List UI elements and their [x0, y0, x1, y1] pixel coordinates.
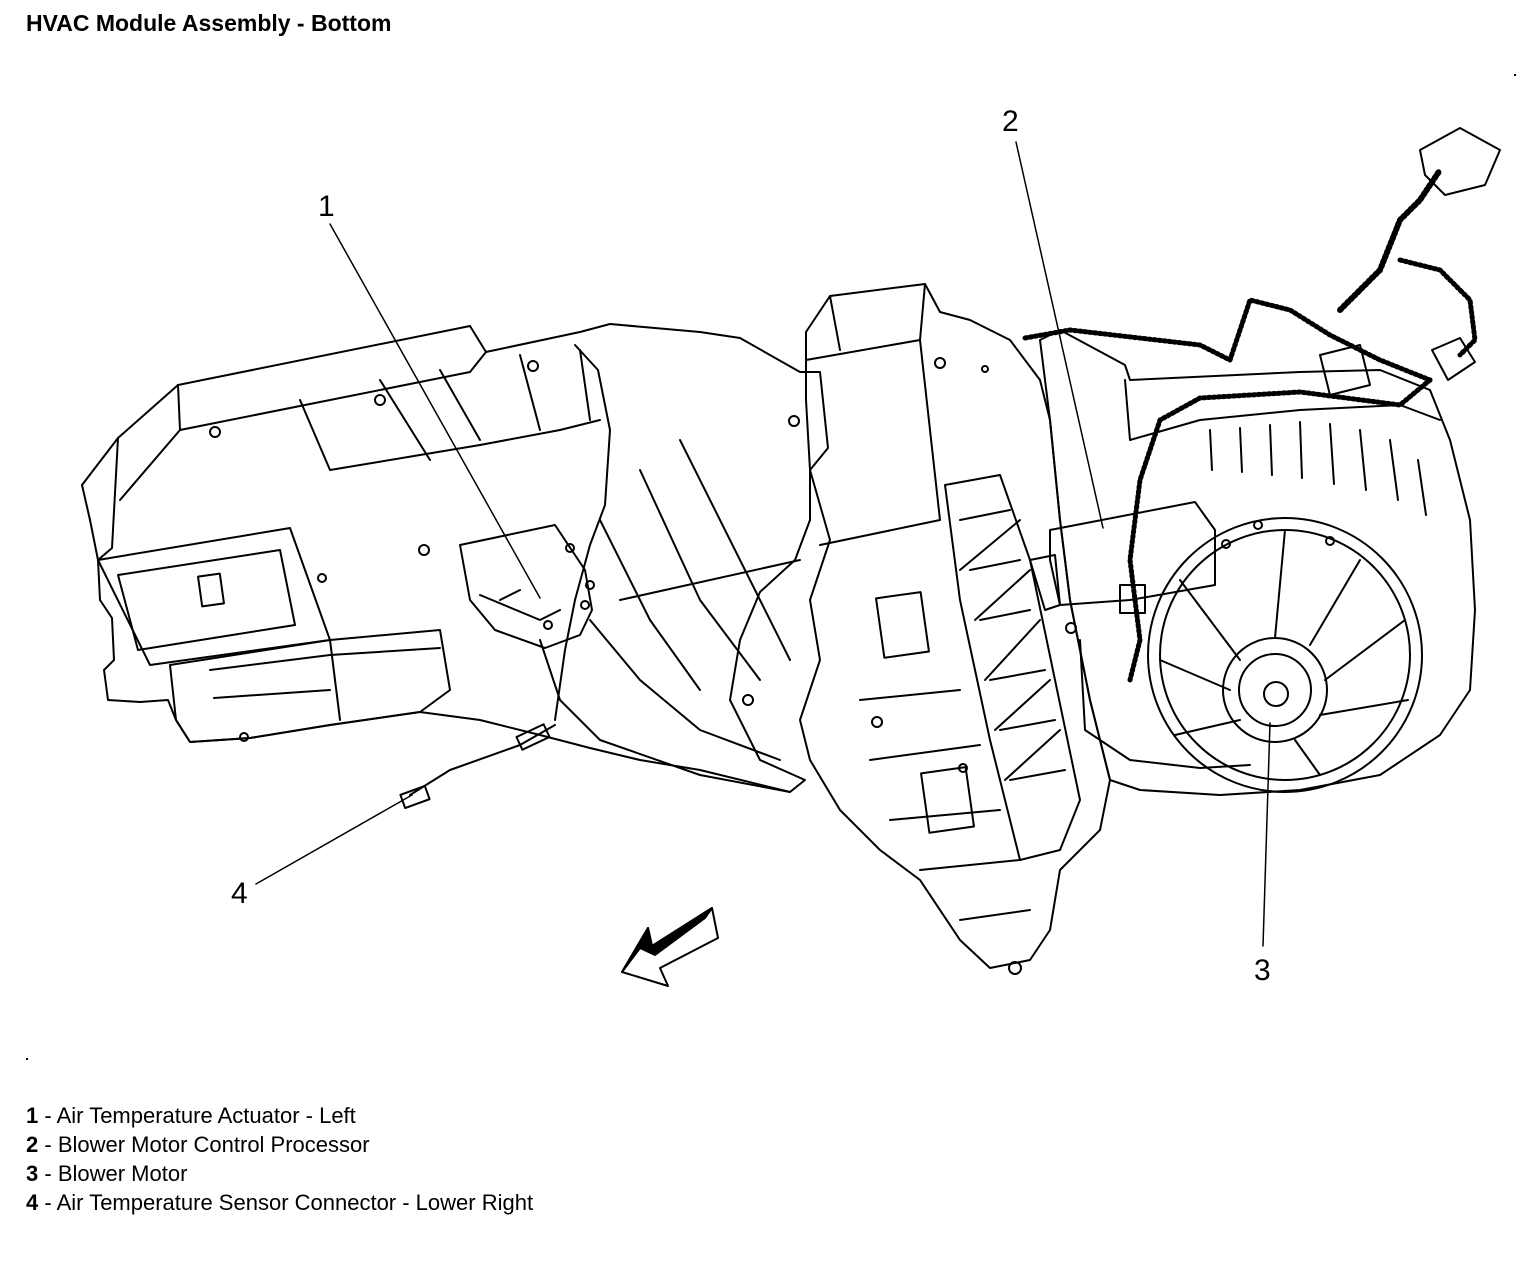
stray-dot-top-right: [1514, 74, 1516, 76]
screw-7: [742, 694, 754, 706]
legend-separator: -: [38, 1161, 58, 1186]
callout-leader-2: [1015, 141, 1104, 529]
actuator-screw-4: [543, 620, 553, 630]
inline-connector: [515, 723, 551, 751]
screw-3: [527, 360, 539, 372]
center-screw-1: [934, 357, 946, 369]
outlet-duct-inner: [117, 549, 296, 651]
forward-arrow-shade: [621, 907, 713, 973]
screw-4: [418, 544, 430, 556]
legend-item-3: 3 - Blower Motor: [26, 1159, 533, 1188]
blower-housing-ridge: [1124, 379, 1441, 441]
blower-motor-hub-inner: [1238, 653, 1312, 727]
legend-separator: -: [38, 1190, 57, 1215]
callout-number-1: 1: [318, 190, 335, 223]
center-screw-3: [871, 716, 883, 728]
center-channel-ribs: [959, 509, 1066, 781]
harness-up: [1337, 167, 1443, 313]
page-title: HVAC Module Assembly - Bottom: [26, 10, 392, 36]
blower-screw-2: [1253, 520, 1263, 530]
harness-clip: [1319, 344, 1371, 396]
legend-item-2: 2 - Blower Motor Control Processor: [26, 1130, 533, 1159]
outlet-slot: [197, 572, 225, 608]
screw-1: [209, 426, 221, 438]
legend-separator: -: [38, 1132, 58, 1157]
left-housing-ridge: [299, 399, 601, 471]
harness-loop: [1127, 377, 1433, 683]
mid-ribs: [599, 439, 801, 691]
left-housing-flange: [97, 351, 487, 561]
legend-number: 1: [26, 1103, 39, 1128]
center-screw-2: [981, 365, 989, 373]
legend-item-4: 4 - Air Temperature Sensor Connector - L…: [26, 1188, 533, 1217]
lower-left-box: [169, 629, 451, 743]
legend-description: Blower Motor: [57, 1161, 188, 1186]
legend-number: 3: [26, 1161, 39, 1186]
blower-housing-outline: [1039, 329, 1476, 796]
harness-connector-right: [1431, 337, 1476, 381]
legend: 1 - Air Temperature Actuator - Left 2 - …: [26, 1101, 533, 1217]
screw-2: [374, 394, 386, 406]
processor-screw: [1065, 622, 1077, 634]
callout-leader-4: [255, 794, 413, 885]
stray-dot-left: [26, 1058, 28, 1060]
callout-number-3: 3: [1254, 954, 1271, 987]
left-housing-ridge2: [379, 349, 591, 461]
lower-left-box-inner: [209, 639, 441, 721]
legend-number: 4: [26, 1190, 39, 1215]
legend-item-1: 1 - Air Temperature Actuator - Left: [26, 1101, 533, 1130]
center-channel: [944, 474, 1081, 861]
center-screw-5: [1008, 961, 1022, 975]
center-channel-diagonals: [959, 519, 1061, 781]
legend-description: Air Temperature Sensor Connector - Lower…: [56, 1190, 534, 1215]
harness-main: [1022, 297, 1433, 383]
callout-number-2: 2: [1002, 105, 1019, 138]
actuator-screw-3: [580, 600, 590, 610]
harness-connector-top: [1419, 127, 1501, 196]
blower-housing-fins: [1209, 421, 1427, 516]
screw-8: [788, 415, 800, 427]
wire-actuator: [554, 344, 611, 721]
callout-number-4: 4: [231, 877, 248, 910]
center-boss-1: [875, 591, 930, 659]
center-lower-ribs: [859, 689, 1031, 921]
callout-leader-1: [329, 223, 541, 599]
legend-description: Air Temperature Actuator - Left: [56, 1103, 356, 1128]
center-screw-4: [958, 763, 968, 773]
harness-motor: [1079, 639, 1251, 769]
left-housing-outline: [81, 323, 829, 793]
actuator-lever: [479, 589, 561, 621]
legend-description: Blower Motor Control Processor: [57, 1132, 370, 1157]
center-case-outline: [799, 283, 1111, 969]
blower-screw-3: [1325, 536, 1335, 546]
harness-right: [1397, 257, 1478, 358]
actuator-screw-2: [585, 580, 595, 590]
blower-screw-1: [1221, 539, 1231, 549]
legend-separator: -: [38, 1103, 57, 1128]
sensor-connector: [399, 784, 431, 810]
legend-number: 2: [26, 1132, 39, 1157]
hvac-module-diagram: 1 2 3 4: [81, 105, 1501, 987]
wire-sensor: [409, 724, 556, 796]
callout-leader-3: [1262, 722, 1271, 947]
blower-wheel-blades: [1159, 529, 1409, 776]
screw-5: [317, 573, 327, 583]
center-boss-2: [920, 766, 975, 834]
screw-6: [239, 732, 249, 742]
lower-duct: [539, 619, 791, 793]
blower-control-processor: [1049, 501, 1216, 606]
processor-bracket: [1029, 554, 1061, 611]
blower-wheel-outer: [1147, 517, 1423, 793]
blower-motor-shaft: [1263, 681, 1289, 707]
center-case-inner: [805, 283, 941, 546]
actuator-body: [459, 524, 593, 649]
actuator-screw-1: [565, 543, 575, 553]
